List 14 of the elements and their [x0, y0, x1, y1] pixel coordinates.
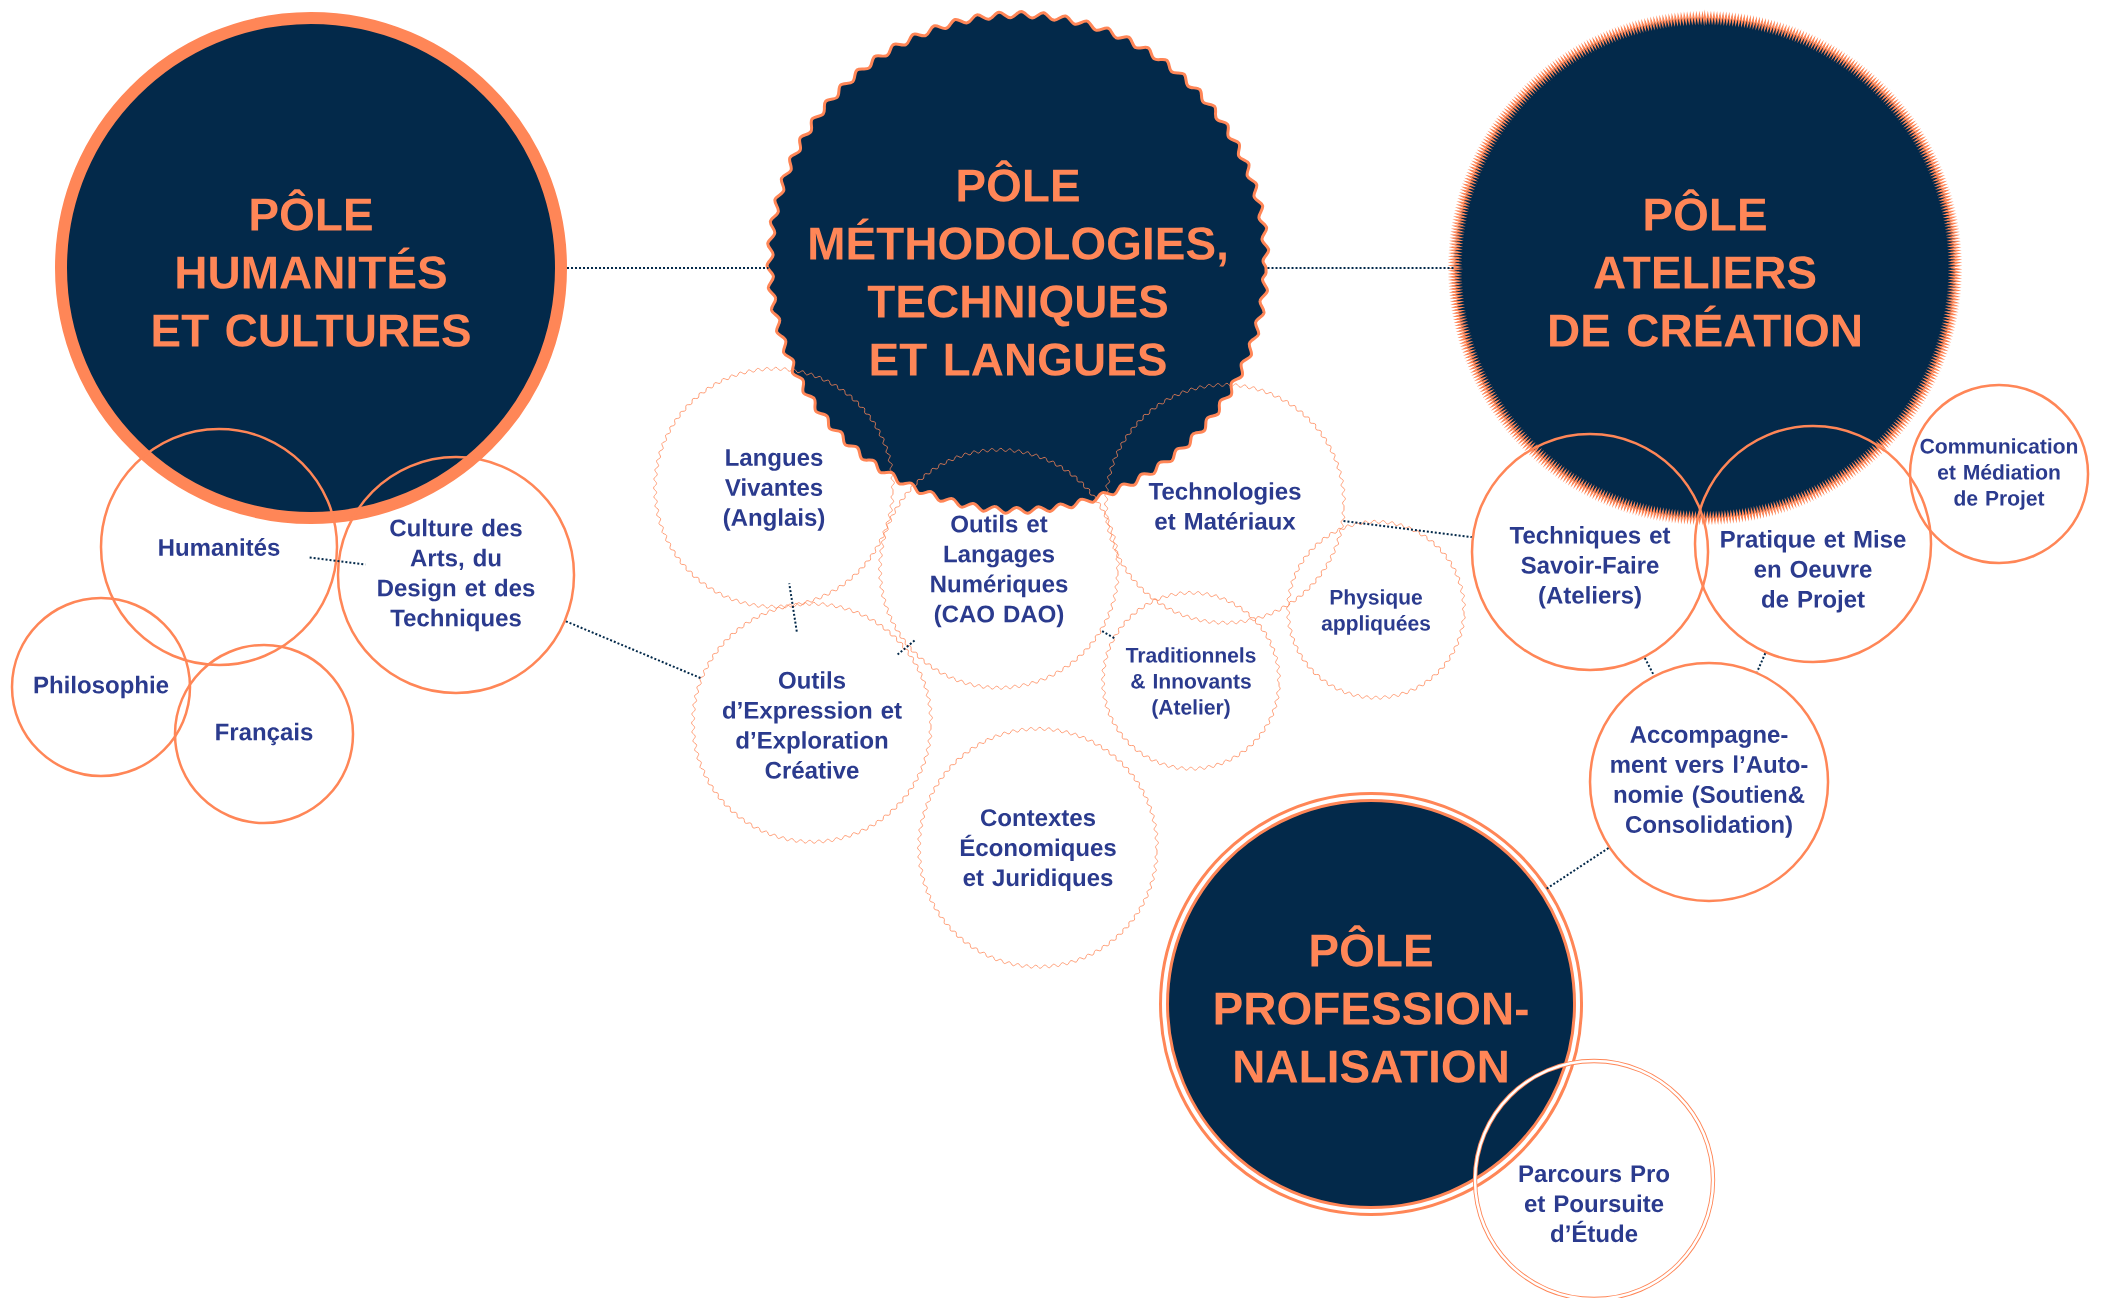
topic-circle: Contextes Économiques et Juridiques [917, 726, 1159, 969]
connector-line [1266, 267, 1456, 269]
connector-line [788, 582, 798, 633]
topic-circle: Outils d’Expression et d’Exploration Créative [691, 601, 933, 844]
topic-circle: Outils et Langages Numériques (CAO DAO) [878, 447, 1120, 690]
connector-line [1342, 519, 1473, 539]
topic-circle: Traditionnels & Innovants (Atelier) [1101, 590, 1281, 771]
connector-line [895, 639, 916, 657]
connector-line [1756, 652, 1767, 673]
connector-line [566, 267, 770, 269]
connector-line [1101, 630, 1116, 640]
connector-line [1544, 847, 1610, 891]
connector-line [1643, 656, 1655, 677]
connector-line [564, 620, 703, 680]
